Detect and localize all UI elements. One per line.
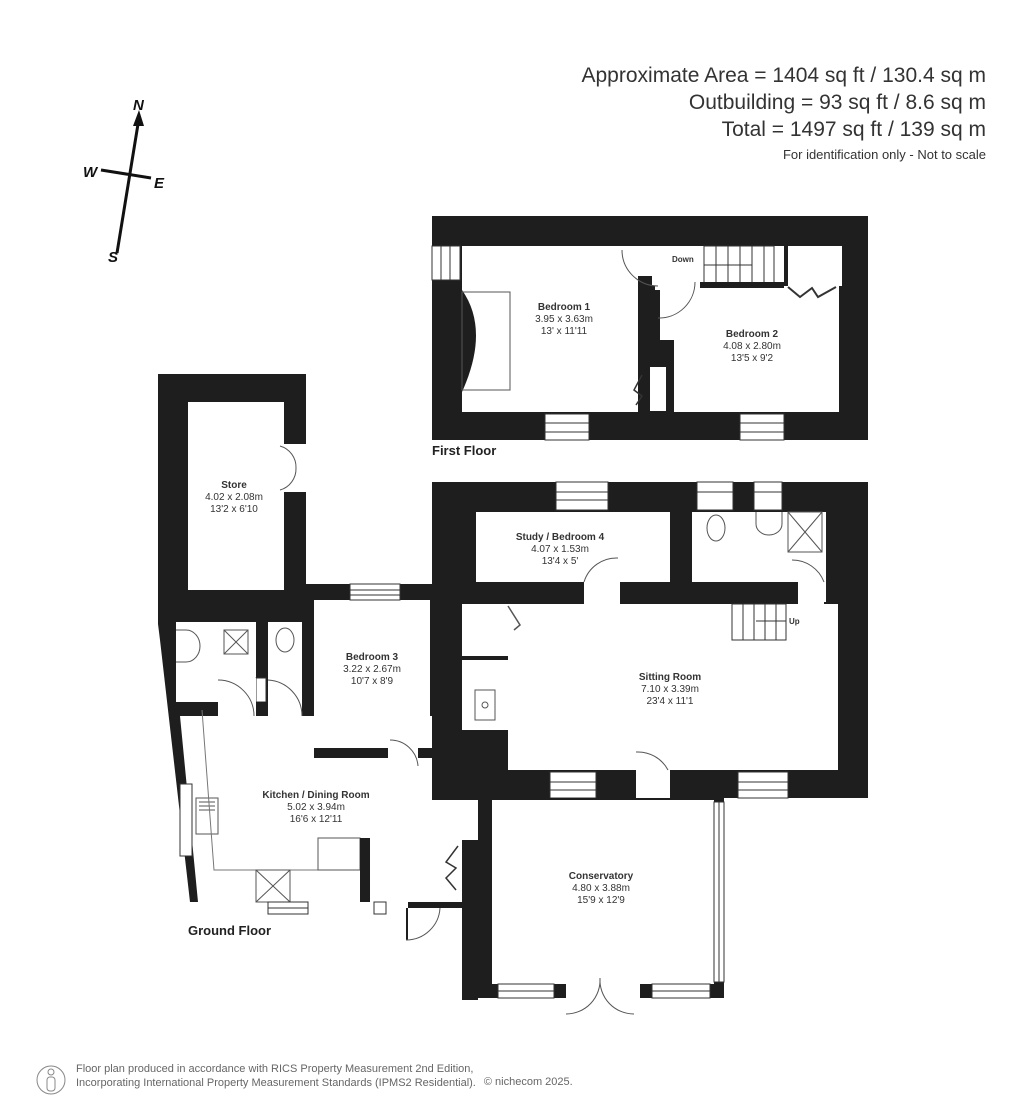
- room-name-study: Study / Bedroom 4: [516, 532, 605, 543]
- compass-n: N: [133, 97, 145, 114]
- first-floor-label: First Floor: [432, 443, 496, 458]
- footer-line-1: Floor plan produced in accordance with R…: [76, 1063, 474, 1075]
- room-metric-bedroom-1: 3.95 x 3.63m: [535, 314, 593, 325]
- stairs-down-label: Down: [672, 255, 694, 264]
- ground-floor-plan: Up: [158, 374, 868, 1015]
- compass-w: W: [83, 164, 99, 181]
- room-name-bedroom-2: Bedroom 2: [726, 329, 779, 340]
- room-metric-store: 4.02 x 2.08m: [205, 492, 263, 503]
- room-metric-kitchen: 5.02 x 3.94m: [287, 802, 345, 813]
- person-icon: [36, 1065, 66, 1095]
- room-metric-sitting-room: 7.10 x 3.39m: [641, 684, 699, 695]
- scale-disclaimer: For identification only - Not to scale: [782, 147, 986, 162]
- room-name-kitchen: Kitchen / Dining Room: [262, 790, 369, 801]
- room-imperial-sitting-room: 23'4 x 11'1: [646, 696, 693, 707]
- total-area: Total = 1497 sq ft / 139 sq m: [721, 118, 986, 141]
- first-floor-plan: Down Bedroom 1 3.95 x 3.63m 13' x 11'11 …: [431, 216, 868, 458]
- footer-text: Floor plan produced in accordance with R…: [76, 1062, 476, 1090]
- room-imperial-bedroom-2: 13'5 x 9'2: [731, 353, 774, 364]
- compass-s: S: [108, 249, 118, 266]
- room-imperial-kitchen: 16'6 x 12'11: [290, 814, 343, 825]
- copyright: © nichecom 2025.: [483, 1076, 573, 1088]
- room-metric-bedroom-3: 3.22 x 2.67m: [343, 664, 401, 675]
- room-name-bedroom-1: Bedroom 1: [538, 302, 591, 313]
- ground-floor-label: Ground Floor: [188, 923, 271, 938]
- footer-line-2: Incorporating International Property Mea…: [76, 1077, 476, 1089]
- room-name-sitting-room: Sitting Room: [639, 672, 701, 683]
- room-imperial-bedroom-1: 13' x 11'11: [541, 326, 588, 337]
- room-metric-study: 4.07 x 1.53m: [531, 544, 589, 555]
- room-metric-conservatory: 4.80 x 3.88m: [572, 883, 630, 894]
- room-metric-bedroom-2: 4.08 x 2.80m: [723, 341, 781, 352]
- outbuilding-area: Outbuilding = 93 sq ft / 8.6 sq m: [688, 91, 986, 114]
- room-imperial-study: 13'4 x 5': [542, 556, 579, 567]
- room-imperial-conservatory: 15'9 x 12'9: [577, 895, 625, 906]
- room-name-bedroom-3: Bedroom 3: [346, 652, 399, 663]
- stairs-up-label: Up: [789, 617, 800, 626]
- compass-e: E: [154, 175, 165, 192]
- area-summary: Approximate Area = 1404 sq ft / 130.4 sq…: [582, 62, 987, 162]
- room-name-conservatory: Conservatory: [569, 871, 634, 882]
- room-imperial-store: 13'2 x 6'10: [210, 504, 258, 515]
- room-name-store: Store: [221, 480, 247, 491]
- footer: Floor plan produced in accordance with R…: [36, 1062, 573, 1098]
- room-imperial-bedroom-3: 10'7 x 8'9: [351, 676, 394, 687]
- compass-icon: N W E S: [83, 97, 165, 266]
- approximate-area: Approximate Area = 1404 sq ft / 130.4 sq…: [581, 64, 987, 87]
